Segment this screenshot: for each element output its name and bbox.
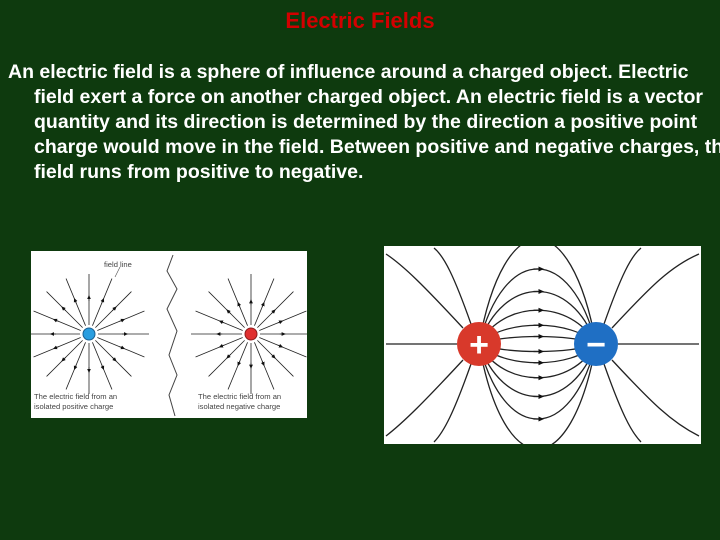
dipole-field-figure: + − [384, 246, 701, 444]
minus-symbol: − [586, 326, 606, 364]
positive-charge-icon [83, 328, 95, 340]
positive-caption-line1: The electric field from an [34, 392, 117, 401]
body-paragraph: An electric field is a sphere of influen… [8, 60, 720, 185]
dipole-field-lines [386, 246, 699, 444]
negative-caption-line2: isolated negative charge [198, 402, 280, 411]
field-line-label: field line [104, 260, 132, 269]
negative-charge-icon [245, 328, 257, 340]
separator-line [167, 255, 177, 416]
negative-caption-line1: The electric field from an [198, 392, 281, 401]
slide-title: Electric Fields [0, 8, 720, 34]
isolated-charges-figure: field line The electric field from an is… [31, 251, 307, 418]
positive-caption-line2: isolated positive charge [34, 402, 113, 411]
plus-symbol: + [469, 326, 489, 364]
